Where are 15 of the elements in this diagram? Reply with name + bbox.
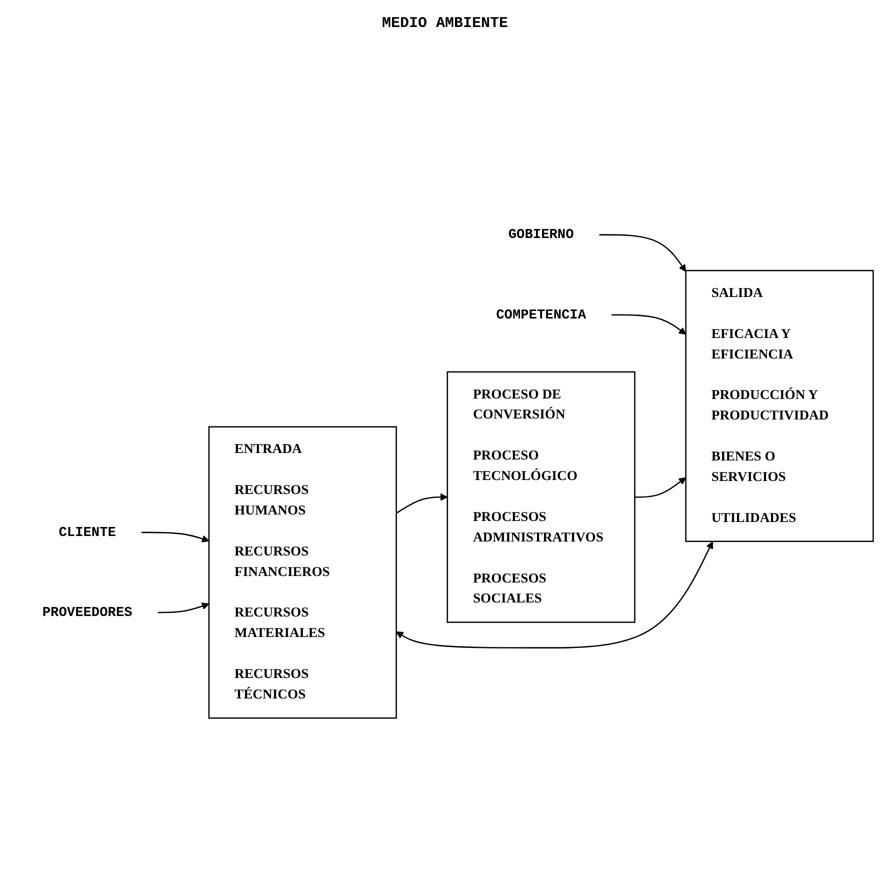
arrow [158,602,210,614]
environment-label: MEDIO AMBIENTE [382,15,508,32]
node-box: PROCESO DE CONVERSIÓN PROCESO TECNOLÓGICO PROCESOS ADMINISTRATIVOS PROCESOS SOCIALES [446,371,636,623]
arrow [612,314,686,335]
node-text: CLIENTE [58,524,116,540]
node-text: PROVEEDORES [42,604,132,620]
node-text: COMPETENCIA [496,307,586,323]
arrow [142,532,210,542]
arrow [634,477,686,498]
node-text: GOBIERNO [508,227,574,243]
arrow [396,493,448,514]
arrow [396,541,713,648]
arrow [599,234,686,272]
node-box: ENTRADA RECURSOS HUMANOS RECURSOS FINANCIEROS RECURSOS MATERIALES RECURSOS TÉCNICOS [208,426,397,719]
node-box: SALIDA EFICACIA Y EFICIENCIA PRODUCCIÓN Y PRODUCTIVIDAD BIENES O SERVICIOS UTILIDADES [685,270,874,542]
